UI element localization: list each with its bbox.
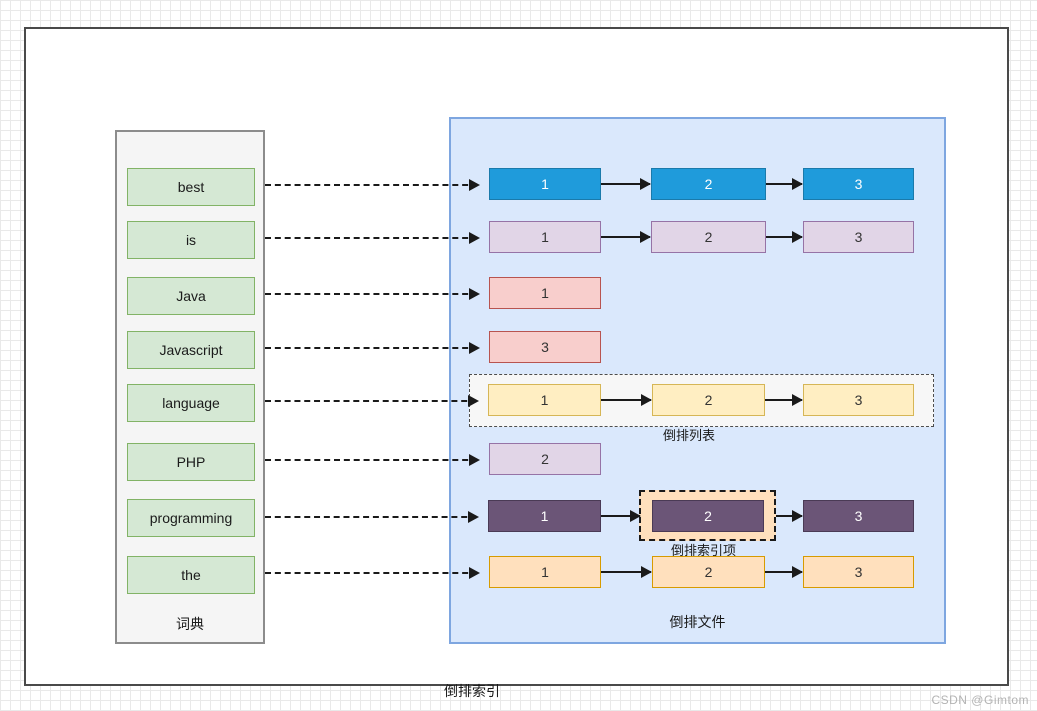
dictionary-term-javascript[interactable]: Javascript: [127, 331, 255, 369]
posting-cell-javascript-1[interactable]: 3: [489, 331, 601, 363]
posting-cell-is-1[interactable]: 1: [489, 221, 601, 253]
link-the-2-3: [765, 566, 803, 578]
posting-cell-language-3[interactable]: 3: [803, 384, 914, 416]
dashed-link-the: [265, 567, 480, 579]
link-programming-1-2: [601, 510, 641, 522]
posting-cell-is-2[interactable]: 2: [651, 221, 766, 253]
posting-cell-programming-3[interactable]: 3: [803, 500, 914, 532]
dictionary-term-programming[interactable]: programming: [127, 499, 255, 537]
dashed-link-is: [265, 232, 480, 244]
figure-caption: 倒排索引: [444, 684, 500, 700]
dictionary-term-the[interactable]: the: [127, 556, 255, 594]
posting-cell-best-3[interactable]: 3: [803, 168, 914, 200]
dashed-link-java: [265, 288, 480, 300]
inverted-file-caption: 倒排文件: [669, 615, 726, 631]
posting-cell-java-1[interactable]: 1: [489, 277, 601, 309]
dictionary-term-best[interactable]: best: [127, 168, 255, 206]
link-best-1-2: [601, 178, 651, 190]
dashed-link-javascript: [265, 342, 480, 354]
dictionary-panel: best is Java Javascript language PHP pro…: [115, 130, 265, 644]
dictionary-term-php[interactable]: PHP: [127, 443, 255, 481]
posting-cell-is-3[interactable]: 3: [803, 221, 914, 253]
dictionary-term-java[interactable]: Java: [127, 277, 255, 315]
dashed-link-language: [265, 395, 479, 407]
link-programming-2-3: [776, 510, 803, 522]
link-is-1-2: [601, 231, 651, 243]
posting-cell-best-1[interactable]: 1: [489, 168, 601, 200]
posting-cell-language-2[interactable]: 2: [652, 384, 765, 416]
dictionary-term-is[interactable]: is: [127, 221, 255, 259]
posting-cell-the-3[interactable]: 3: [803, 556, 914, 588]
link-best-2-3: [766, 178, 803, 190]
dashed-link-programming: [265, 511, 479, 523]
watermark: CSDN @Gimtom: [931, 693, 1029, 707]
posting-list-caption: 倒排列表: [663, 429, 716, 444]
link-the-1-2: [601, 566, 652, 578]
link-language-2-3: [765, 394, 803, 406]
posting-cell-best-2[interactable]: 2: [651, 168, 766, 200]
dashed-link-php: [265, 454, 480, 466]
diagram-canvas: best is Java Javascript language PHP pro…: [24, 27, 1009, 700]
posting-cell-programming-2[interactable]: 2: [652, 500, 764, 532]
link-is-2-3: [766, 231, 803, 243]
posting-item-caption: 倒排索引项: [671, 544, 737, 559]
posting-cell-language-1[interactable]: 1: [488, 384, 601, 416]
dictionary-term-language[interactable]: language: [127, 384, 255, 422]
dashed-link-best: [265, 179, 480, 191]
posting-cell-the-1[interactable]: 1: [489, 556, 601, 588]
posting-cell-programming-1[interactable]: 1: [488, 500, 601, 532]
dictionary-caption: 词典: [176, 617, 204, 633]
posting-cell-php-1[interactable]: 2: [489, 443, 601, 475]
posting-cell-the-2[interactable]: 2: [652, 556, 765, 588]
link-language-1-2: [601, 394, 652, 406]
